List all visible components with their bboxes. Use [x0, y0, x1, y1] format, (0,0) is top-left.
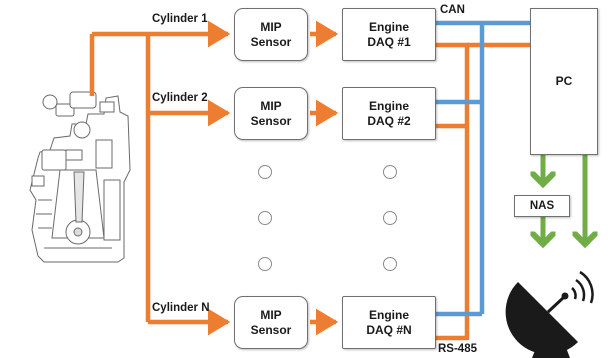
ellipsis-dot: [258, 165, 272, 179]
mip-sensor-2-line1: MIP: [260, 98, 282, 113]
engine-daq-1-line2: DAQ #1: [367, 34, 411, 49]
engine-daq-2-box: Engine DAQ #2: [342, 87, 436, 140]
mip-sensor-2-line2: Sensor: [250, 113, 292, 128]
rs485-bus-label: RS-485: [438, 343, 477, 355]
mip-sensor-n-box: MIP Sensor: [234, 296, 308, 349]
mip-sensor-1-line2: Sensor: [250, 34, 292, 49]
ellipsis-dot: [383, 257, 397, 271]
engine-daq-n-line2: DAQ #N: [366, 322, 412, 337]
engine-daq-2-line1: Engine: [368, 98, 409, 113]
mip-sensor-n-line1: MIP: [260, 307, 282, 322]
engine-icon: [29, 91, 131, 263]
pc-box: PC: [530, 8, 598, 155]
can-bus-label: CAN: [440, 4, 465, 16]
nas-label: NAS: [529, 199, 555, 212]
engine-daq-1-line1: Engine: [368, 19, 409, 34]
ellipsis-dot: [258, 257, 272, 271]
ellipsis-dot: [383, 211, 397, 225]
mip-sensor-2-box: MIP Sensor: [234, 87, 308, 140]
cylinder-n-label: Cylinder N: [152, 302, 210, 314]
satellite-dish-icon: [505, 270, 594, 358]
engine-daq-1-box: Engine DAQ #1: [342, 8, 436, 61]
mip-sensor-1-box: MIP Sensor: [234, 8, 308, 61]
nas-box: NAS: [514, 195, 570, 217]
ellipsis-dot: [383, 165, 397, 179]
pc-label: PC: [555, 74, 573, 88]
engine-daq-2-line2: DAQ #2: [367, 113, 411, 128]
engine-daq-n-box: Engine DAQ #N: [342, 296, 436, 349]
mip-sensor-n-line2: Sensor: [250, 322, 292, 337]
engine-daq-n-line1: Engine: [368, 307, 409, 322]
cylinder-2-label: Cylinder 2: [152, 92, 208, 104]
mip-sensor-1-line1: MIP: [260, 19, 282, 34]
cylinder-1-label: Cylinder 1: [152, 13, 208, 25]
ellipsis-dot: [258, 211, 272, 225]
